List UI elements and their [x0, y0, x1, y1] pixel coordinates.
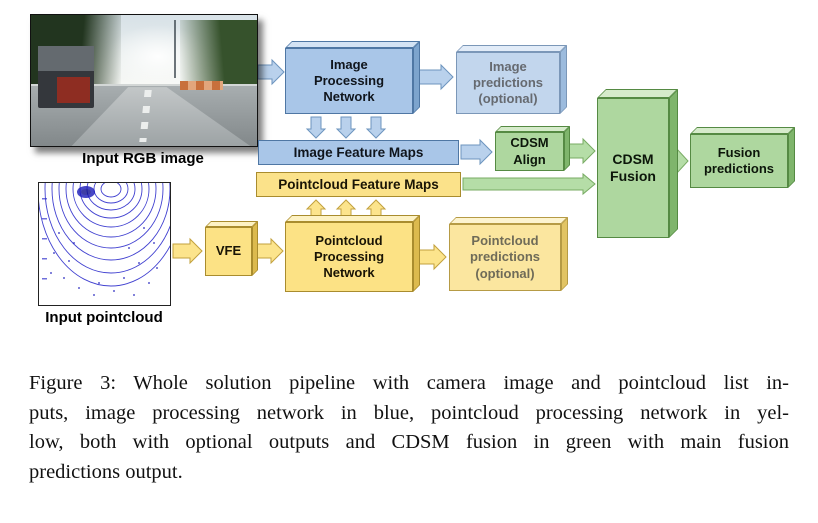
input-rgb-photo: [30, 14, 258, 147]
node-image-predictions-label: Image predictions (optional): [472, 58, 544, 107]
node-vfe: VFE: [205, 227, 252, 276]
arrow-image-processing-to-image-predictions: [418, 63, 454, 91]
photo-light-pole: [173, 20, 176, 78]
pointcloud-specks: [50, 227, 158, 296]
node-pointcloud-predictions: Pointcloud predictions (optional): [449, 224, 561, 291]
arrow-image-feature-maps-to-cdsm-align: [460, 138, 493, 166]
photo-truck: [37, 46, 95, 108]
caption-line-2: puts, image processing network in blue, …: [29, 401, 789, 424]
node-pointcloud-feature-maps: Pointcloud Feature Maps: [256, 172, 461, 197]
input-pointcloud-label: Input pointcloud: [45, 309, 163, 326]
photo-curb-line: [31, 84, 257, 87]
node-image-processing-network: Image Processing Network: [285, 48, 413, 114]
node-cdsm-fusion-label: CDSM Fusion: [610, 150, 656, 185]
node-image-processing-network-label: Image Processing Network: [313, 56, 385, 105]
node-fusion-predictions: Fusion predictions: [690, 134, 788, 188]
photo-truck-top: [37, 46, 95, 72]
node-fusion-predictions-label: Fusion predictions: [703, 144, 775, 176]
pointcloud-dense-blob: [77, 186, 95, 198]
node-cdsm-fusion: CDSM Fusion: [597, 98, 669, 238]
arrow-down-3-image-processing-to-feature-maps: [365, 116, 387, 139]
arrow-down-1-image-processing-to-feature-maps: [305, 116, 327, 139]
arrow-vfe-to-pointcloud-processing: [253, 237, 284, 265]
input-pointcloud-image: [38, 182, 171, 306]
node-image-feature-maps-label: Image Feature Maps: [293, 145, 424, 160]
node-vfe-label: VFE: [215, 243, 242, 259]
arrow-pointcloud-feature-maps-to-cdsm-fusion: [462, 172, 596, 196]
photo-truck-rear: [56, 77, 90, 104]
caption-line-3: low, both with optional outputs and CDSM…: [29, 431, 789, 453]
pipeline-diagram: Input RGB image: [0, 0, 818, 365]
arrow-pointcloud-to-vfe: [172, 237, 203, 265]
node-cdsm-align: CDSM Align: [495, 132, 564, 171]
arrow-rgb-to-image-processing: [257, 58, 285, 86]
photo-trees-right: [180, 20, 257, 91]
photo-orange-barrier: [180, 80, 224, 90]
caption-line-1: Figure 3: Whole solution pipeline with c…: [29, 372, 789, 394]
input-rgb-label: Input RGB image: [82, 150, 204, 167]
arrow-down-2-image-processing-to-feature-maps: [335, 116, 357, 139]
figure-caption: Figure 3: Whole solution pipeline with c…: [29, 369, 789, 487]
node-cdsm-align-label: CDSM Align: [510, 135, 549, 167]
node-image-predictions: Image predictions (optional): [456, 52, 560, 114]
node-pointcloud-processing-network-label: Pointcloud Processing Network: [313, 232, 385, 281]
pointcloud-rings: [39, 183, 170, 287]
node-pointcloud-processing-network: Pointcloud Processing Network: [285, 222, 413, 292]
node-pointcloud-feature-maps-label: Pointcloud Feature Maps: [278, 177, 439, 192]
node-pointcloud-predictions-label: Pointcloud predictions (optional): [469, 233, 541, 281]
arrow-pointcloud-processing-to-predictions: [418, 243, 447, 271]
node-image-feature-maps: Image Feature Maps: [258, 140, 459, 165]
caption-line-4: predictions output.: [29, 460, 183, 483]
arrow-cdsm-align-to-cdsm-fusion: [565, 137, 596, 165]
pointcloud-axis-marks: [42, 198, 47, 280]
